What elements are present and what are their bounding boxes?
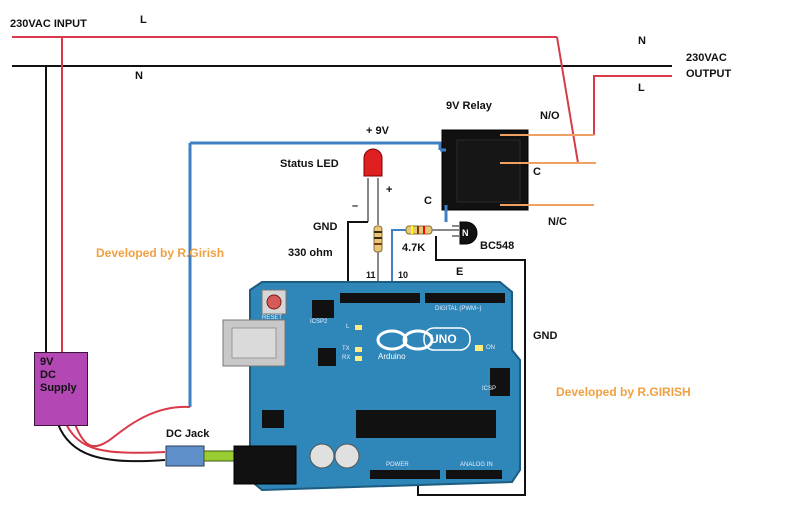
icsp2-label: ICSP2 — [310, 319, 328, 325]
analog-header — [446, 470, 502, 479]
uno-label: UNO — [430, 332, 457, 346]
collector-label: C — [424, 195, 432, 207]
l-led-label: L — [346, 324, 350, 330]
analog-label: ANALOG IN — [460, 462, 493, 468]
ac-output-label-2: OUTPUT — [686, 68, 732, 80]
supply-to-jack-black — [57, 423, 166, 463]
capacitor-1 — [309, 443, 335, 469]
power-label: POWER — [386, 462, 409, 468]
output-live-wire — [593, 75, 672, 135]
on-label: ON — [486, 345, 495, 351]
credit-left: Developed by R.Girish — [96, 246, 225, 260]
led-minus-label: – — [352, 200, 359, 212]
supply-label-line-3: Supply — [40, 382, 77, 394]
emitter-label: E — [456, 266, 464, 278]
arduino-infinity-left — [376, 329, 408, 351]
supply-label: 9V DC Supply — [40, 356, 77, 395]
no-contact-label: N/O — [540, 110, 560, 122]
relay-title: 9V Relay — [446, 100, 492, 112]
credit-right: Developed by R.GIRISH — [556, 385, 691, 399]
rx-label: RX — [342, 355, 351, 361]
arduino-infinity-right — [402, 329, 434, 351]
icsp2-header — [312, 300, 334, 318]
l-led — [355, 325, 362, 330]
nine-volt-supply — [34, 352, 88, 426]
supply-label-line-1: 9V — [40, 356, 54, 368]
rx-led — [355, 356, 362, 361]
supply-to-jack-red — [65, 423, 166, 454]
neutral-label-left: N — [135, 70, 143, 82]
tx-label: TX — [342, 346, 350, 352]
resistor-330-label: 330 ohm — [288, 247, 333, 259]
neutral-label-right: N — [638, 35, 646, 47]
tx-led — [355, 347, 362, 352]
nine-volt-label: + 9V — [366, 125, 389, 137]
emitter-wire — [417, 236, 526, 496]
power-jack — [233, 445, 297, 485]
gnd-label-right: GND — [533, 330, 558, 342]
reset-label: RESET — [262, 315, 283, 321]
voltage-regulator — [262, 410, 284, 428]
relay-face — [456, 139, 521, 203]
pin10-wire — [391, 229, 406, 298]
on-led — [475, 345, 483, 351]
status-led-label: Status LED — [280, 158, 339, 170]
digital-label: DIGITAL (PWM~) — [435, 306, 482, 312]
small-chip — [318, 348, 336, 366]
common-contact-label: C — [533, 166, 541, 178]
nine-volt-positive-wire — [190, 141, 442, 150]
atmega-chip — [356, 410, 496, 438]
led-gnd-wire — [347, 221, 368, 298]
transistor-label: BC548 — [480, 240, 515, 252]
bc548-transistor — [459, 221, 478, 245]
resistor-4k7-label: 4.7K — [402, 242, 426, 254]
ac-output-label-1: 230VAC — [686, 52, 727, 64]
capacitor-2 — [334, 443, 360, 469]
status-led-body — [363, 148, 383, 177]
transistor-mark: N — [462, 228, 469, 238]
led-plus-label: + — [386, 184, 393, 196]
supply-positive-out — [74, 405, 191, 448]
dc-jack-label: DC Jack — [166, 428, 210, 440]
uno-badge — [423, 327, 471, 351]
digital-header-right — [425, 293, 505, 303]
digital-header-left — [340, 293, 420, 303]
dc-jack-plug — [165, 445, 205, 467]
live-label-top: L — [140, 14, 147, 26]
arduino-label: Arduino — [378, 352, 406, 361]
icsp-header — [490, 368, 510, 396]
gnd-label-top: GND — [313, 221, 338, 233]
ac-input-label: 230VAC INPUT — [10, 18, 87, 30]
icsp-label: ICSP — [482, 386, 497, 392]
dc-jack-tip — [203, 450, 235, 462]
power-header — [370, 470, 440, 479]
supply-label-line-2: DC — [40, 369, 56, 381]
pin11-label: 11 — [366, 270, 376, 280]
relay-common-live-link — [556, 36, 579, 164]
live-label-right: L — [638, 82, 645, 94]
nc-contact-label: N/C — [548, 216, 567, 228]
pin10-label: 10 — [398, 270, 409, 280]
